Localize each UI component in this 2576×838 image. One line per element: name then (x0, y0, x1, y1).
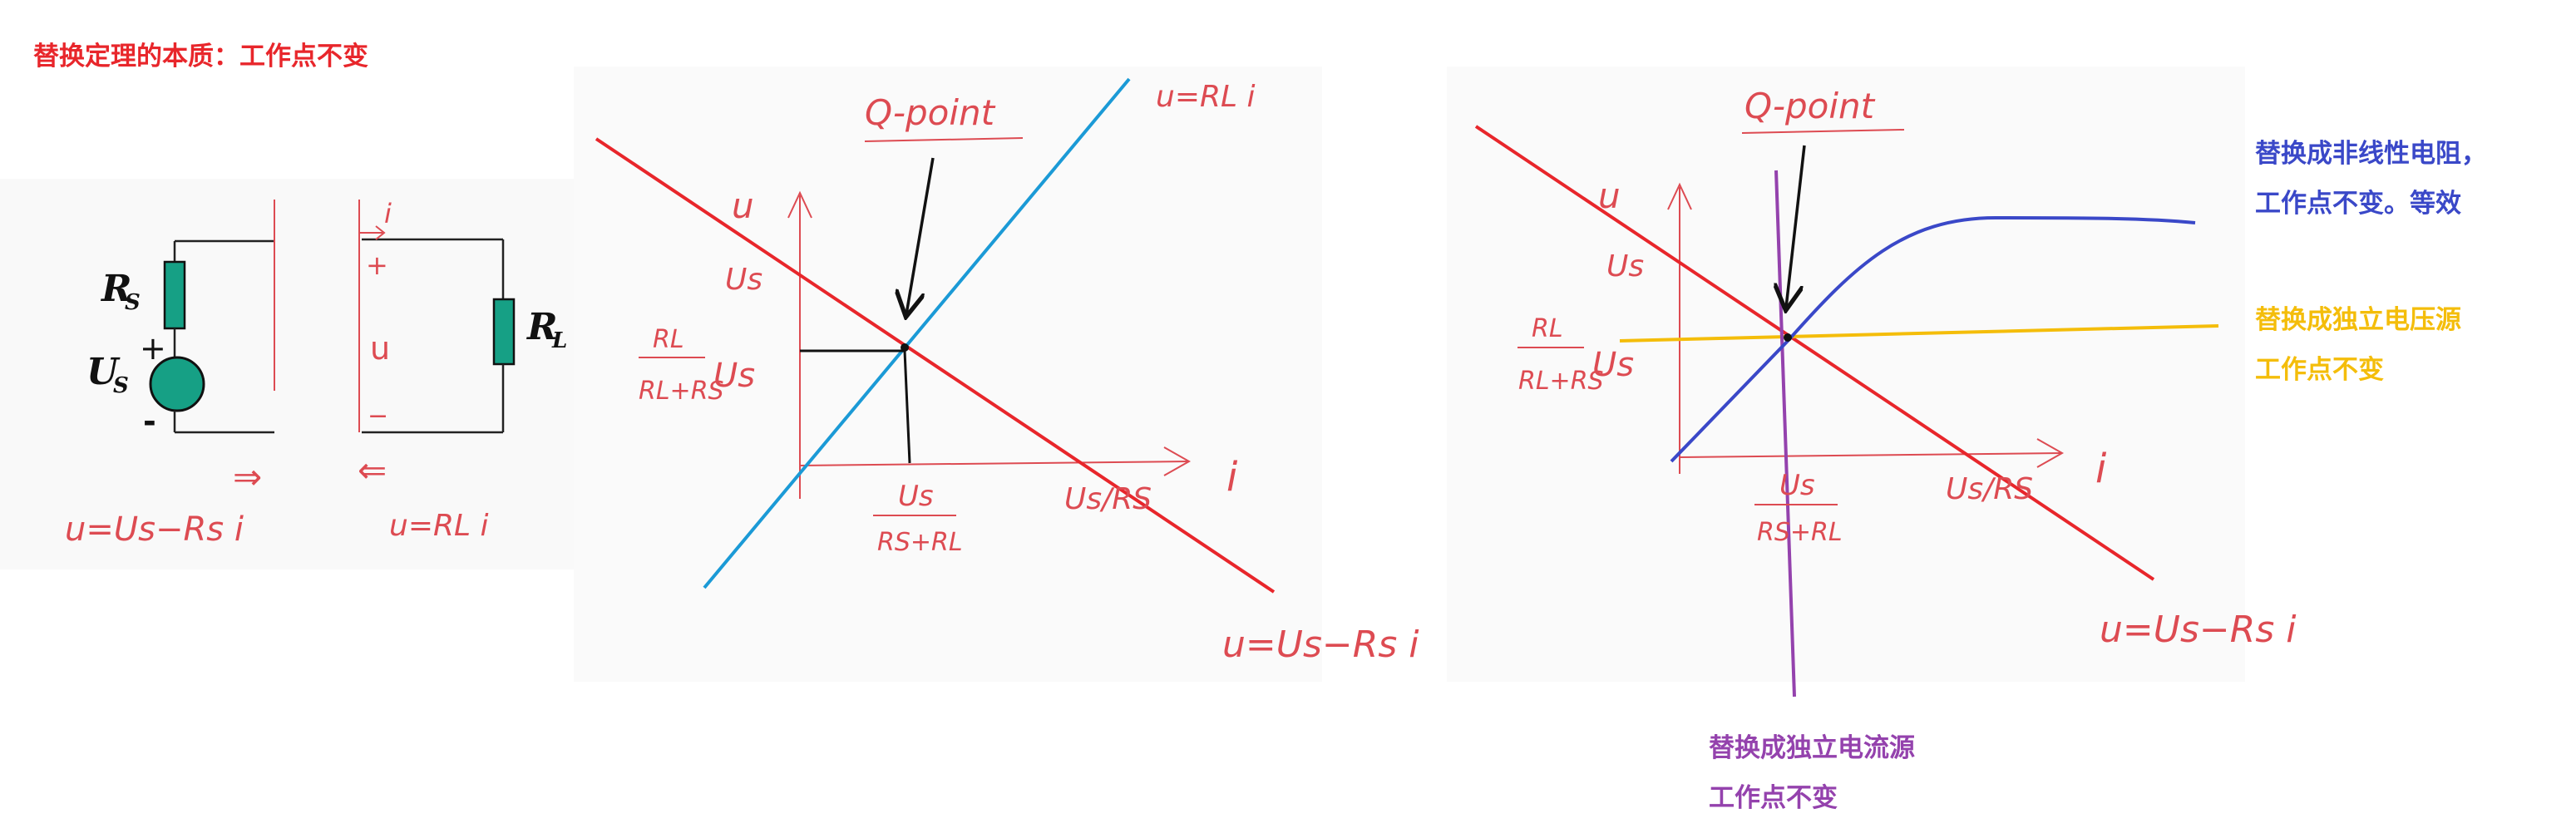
u-axis-arrow (787, 190, 812, 219)
uq-numerator: RL (653, 325, 684, 354)
voltage-note-line2: 工作点不变 (2255, 355, 2384, 385)
rs-subscript: S (125, 290, 141, 315)
source-resistor (163, 260, 186, 330)
us-label: U (86, 351, 121, 393)
graph-substitution: u i Q-point Us RL RL+RS Us Us RS+RL Us/R… (1447, 67, 2297, 698)
source-minus: - (143, 403, 156, 440)
us-label: Us (725, 263, 762, 297)
uq-factor: Us (1592, 346, 1634, 384)
nonlinear-note-line2: 工作点不变。等效 (2255, 189, 2461, 219)
iq-numerator: Us (898, 480, 934, 513)
us-label: Us (1606, 249, 1644, 283)
source-plus: + (140, 330, 166, 367)
page-title: 替换定理的本质：工作点不变 (33, 42, 368, 71)
q-point-dot (901, 343, 909, 352)
load-equation: u=RL i (389, 509, 489, 543)
isc-label: Us/RS (1064, 482, 1152, 516)
rl-label: R (526, 306, 558, 348)
iq-numerator: Us (1779, 469, 1815, 502)
terminal-minus: − (368, 402, 388, 431)
source-line (595, 137, 1276, 594)
arrow-right: ⇒ (233, 456, 262, 497)
current-arrow (359, 225, 386, 240)
iq-denominator: RS+RL (1757, 518, 1843, 547)
circuit-panel: R S U S + - R L i + u − ⇒ ⇐ u=Us−Rs i u=… (0, 179, 574, 569)
i-projection (903, 350, 911, 464)
rs-label: R (100, 268, 132, 310)
isc-label: Us/RS (1946, 472, 2033, 506)
voltage-label: u (370, 330, 390, 367)
terminal-plus: + (366, 249, 388, 281)
q-point-dot (1784, 333, 1792, 342)
uq-numerator: RL (1532, 314, 1563, 343)
current-note-line2: 工作点不变 (1709, 783, 1838, 813)
voltage-source-note: 替换成独立电压源 工作点不变 (2255, 295, 2461, 395)
source-line-label: u=Us−Rs i (2100, 609, 2297, 651)
us-subscript: S (113, 373, 129, 398)
load-resistor (492, 298, 516, 366)
nonlinear-note: 替换成非线性电阻， 工作点不变。等效 (2255, 129, 2487, 229)
qpoint-label: Q-point (1744, 86, 1876, 126)
current-label: i (384, 198, 392, 229)
nonlinear-note-line1: 替换成非线性电阻， (2255, 139, 2487, 169)
i-axis-label: i (2095, 446, 2107, 492)
uq-denominator: RL+RS (1518, 367, 1604, 396)
source-equation: u=Us−Rs i (65, 510, 244, 549)
arrow-left: ⇐ (358, 450, 387, 490)
iq-denominator: RS+RL (877, 528, 963, 557)
voltage-source-line (1619, 324, 2219, 343)
qpoint-arrow (1786, 145, 1806, 308)
uq-denominator: RL+RS (639, 377, 724, 406)
current-source-line (1774, 170, 1796, 698)
source-line (1474, 125, 2155, 581)
voltage-note-line1: 替换成独立电压源 (2255, 305, 2461, 335)
qpoint-arrow (906, 157, 935, 314)
load-line-label: u=RL i (1156, 80, 1256, 114)
i-axis-label: i (1226, 454, 1238, 500)
voltage-source-symbol (149, 356, 205, 412)
qpoint-label: Q-point (865, 92, 996, 133)
current-note-line1: 替换成独立电流源 (1709, 733, 1915, 763)
load-line (703, 77, 1131, 589)
u-axis-label: u (732, 185, 754, 226)
rl-subscript: L (551, 328, 567, 353)
i-axis-arrow (1163, 446, 1192, 476)
nonlinear-curve (1670, 215, 2196, 463)
graph-load-line: u i Q-point u=RL i Us RL RL+RS Us Us RS+… (574, 67, 1419, 682)
source-line-label: u=Us−Rs i (1222, 624, 1419, 666)
circuit-background (0, 179, 574, 569)
uq-factor: Us (713, 357, 755, 395)
current-source-note: 替换成独立电流源 工作点不变 (1709, 723, 1915, 823)
